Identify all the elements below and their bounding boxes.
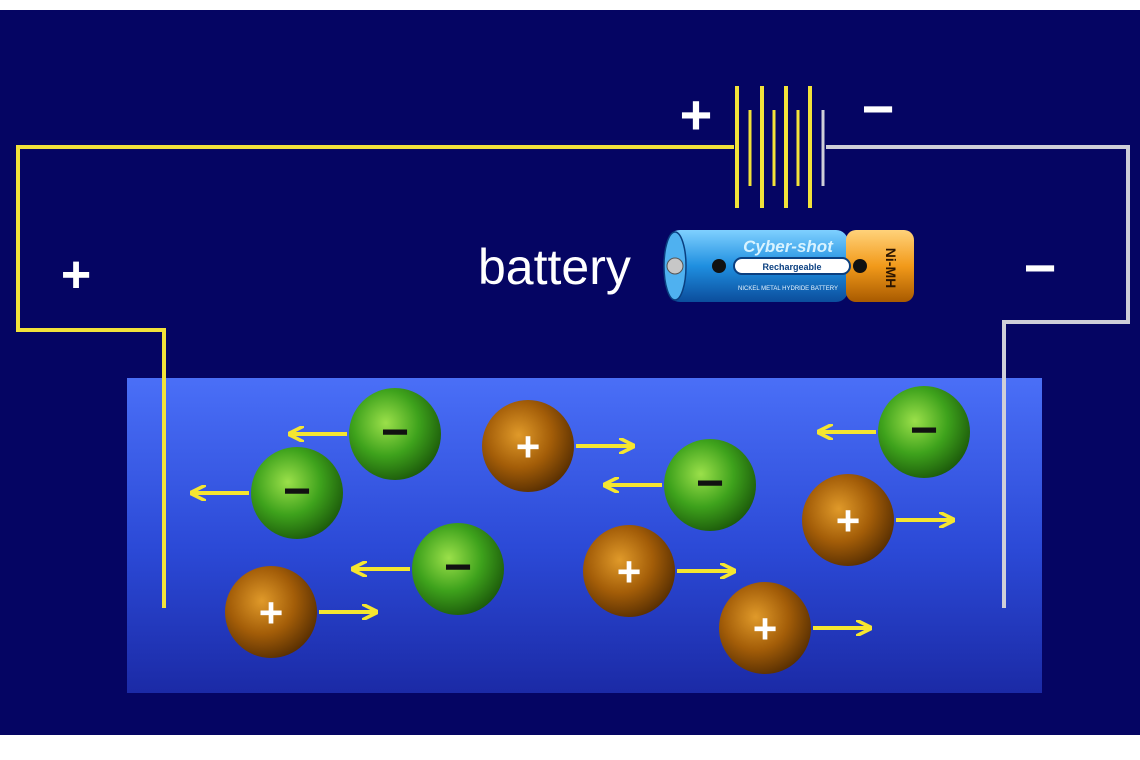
cation-ion-charge: + — [753, 605, 778, 652]
cation-ion-charge: + — [516, 423, 541, 470]
cation-ion: + — [719, 582, 869, 674]
cathode-minus-label: − — [1024, 236, 1057, 299]
anion-ion-charge: − — [444, 541, 472, 594]
anion-ion-charge: − — [696, 457, 724, 510]
cation-ion-charge: + — [259, 589, 284, 636]
anion-ion: − — [820, 386, 970, 478]
cation-ion: + — [583, 525, 733, 617]
anion-ion: − — [193, 447, 343, 539]
anion-ion: − — [354, 523, 504, 615]
anion-ion-charge: − — [910, 404, 938, 457]
anion-ion: − — [606, 439, 756, 531]
battery-fine-print: NICKEL METAL HYDRIDE BATTERY — [738, 286, 838, 292]
anion-ion-ball — [878, 386, 970, 478]
anion-ion-charge: − — [283, 465, 311, 518]
anion-ion-ball — [251, 447, 343, 539]
cation-ion-ball — [482, 400, 574, 492]
anion-ion: − — [291, 388, 441, 480]
anion-ion-ball — [349, 388, 441, 480]
cation-ion-charge: + — [617, 548, 642, 595]
battery-brand-text: Cyber-shot — [743, 237, 834, 256]
cation-ion-ball — [802, 474, 894, 566]
battery-symbol — [735, 86, 825, 208]
cation-ion: + — [225, 566, 375, 658]
cation-ion-ball — [225, 566, 317, 658]
cation-ion-ball — [719, 582, 811, 674]
cation-ion-charge: + — [836, 497, 861, 544]
battery-band-text: Rechargeable — [762, 262, 821, 272]
battery-minus-label: − — [862, 77, 895, 140]
battery-picture: Cyber-shot Rechargeable NICKEL METAL HYD… — [663, 230, 914, 302]
positive-wire — [16, 145, 734, 608]
ions-layer: − − − − − + + + + + — [193, 386, 970, 674]
cation-ion-ball — [583, 525, 675, 617]
negative-wire — [826, 145, 1130, 608]
anode-plus-label: + — [61, 246, 91, 304]
battery-label: battery — [478, 239, 631, 295]
anion-ion-charge: − — [381, 406, 409, 459]
battery-chemistry-text: Ni-MH — [883, 248, 899, 288]
anion-ion-ball — [664, 439, 756, 531]
cation-ion: + — [802, 474, 952, 566]
battery-plus-label: + — [680, 83, 713, 146]
anion-ion-ball — [412, 523, 504, 615]
cation-ion: + — [482, 400, 632, 492]
